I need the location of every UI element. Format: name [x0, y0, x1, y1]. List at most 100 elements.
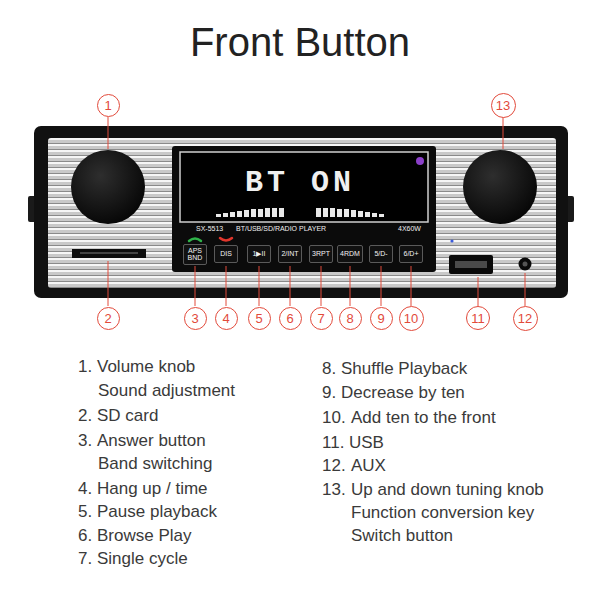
level-bar [230, 212, 235, 217]
level-bar [323, 208, 328, 217]
list-item: Band switching [98, 454, 212, 474]
callout-text: 4 [222, 311, 229, 326]
aux-opening [523, 262, 528, 267]
panel-button: 1▶II [247, 245, 271, 263]
panel-button: 5/D- [369, 245, 393, 263]
level-bar [223, 213, 228, 217]
callout-text: 1 [104, 98, 111, 113]
button-text: 3RPT [312, 250, 330, 257]
callout-number: 7 [310, 307, 333, 330]
callout-text: 5 [255, 311, 262, 326]
leader-line [478, 277, 479, 306]
callout-text: 9 [377, 311, 384, 326]
level-bar [337, 209, 342, 217]
leader-line [195, 266, 196, 306]
list-item: Volume knob [97, 357, 195, 377]
radio-housing [28, 126, 574, 298]
callout-number: 13 [491, 93, 516, 118]
leader-line [321, 266, 322, 306]
leader-line [108, 261, 109, 306]
display-bezel [172, 146, 436, 272]
usb-port [449, 255, 493, 274]
list-item: Function conversion key [351, 503, 534, 523]
list-item: Up and down tuning knob [351, 480, 544, 500]
leader-line [503, 117, 504, 149]
list-item: Switch button [351, 526, 453, 546]
leader-line [259, 266, 260, 306]
lcd-text: BT ON [245, 166, 355, 200]
leader-line [381, 266, 382, 306]
panel-button: 2/INT [278, 245, 302, 263]
leader-line [226, 266, 227, 306]
list-item: AUX [351, 456, 386, 476]
callout-text: 7 [317, 311, 324, 326]
grille-panel [48, 138, 556, 288]
callout-number: 1 [97, 94, 120, 117]
list-number: 6. [78, 526, 92, 546]
panel-button: 4RDM [337, 245, 363, 263]
list-number: 10. [322, 408, 346, 428]
level-bar [379, 214, 384, 217]
level-bar [279, 208, 284, 217]
leader-lines [108, 117, 525, 306]
list-item: Answer button [97, 431, 206, 451]
button-text: DIS [220, 250, 232, 257]
callout-number: 4 [215, 307, 238, 330]
callout-text: 13 [496, 98, 510, 113]
callout-text: 3 [191, 311, 198, 326]
list-number: 4. [78, 479, 92, 499]
tuning-knob [463, 150, 537, 224]
level-bar [272, 208, 277, 217]
panel-button: 6/D+ [399, 245, 423, 263]
level-bar [351, 210, 356, 217]
list-item: Pause playback [97, 502, 217, 522]
level-bar [244, 210, 249, 217]
leader-line [411, 266, 412, 306]
list-number: 9. [322, 383, 336, 403]
list-number: 13. [322, 480, 346, 500]
callout-number: 9 [370, 307, 393, 330]
callout-number: 10 [399, 306, 424, 331]
list-item: Browse Play [97, 526, 191, 546]
level-bars [216, 208, 384, 217]
list-item: USB [349, 433, 384, 453]
callout-number: 12 [513, 306, 538, 331]
callout-number: 11 [466, 306, 490, 330]
list-number: 7. [78, 549, 92, 569]
panel-button: DIS [214, 245, 238, 263]
display-panel [172, 146, 436, 272]
level-bar [358, 211, 363, 217]
sd-slot [72, 249, 146, 258]
button-text: APS BND [186, 247, 204, 262]
level-bar [344, 209, 349, 217]
model-text: 4X60W [398, 225, 421, 233]
lcd-screen [180, 152, 428, 222]
list-number: 1. [78, 357, 92, 377]
level-bar [258, 209, 263, 217]
page-title: Front Button [0, 20, 600, 65]
aux-body [519, 258, 532, 271]
list-item: Decrease by ten [341, 383, 465, 403]
button-text: 6/D+ [404, 250, 419, 257]
level-bar [330, 208, 335, 217]
list-number: 11. [322, 433, 344, 453]
list-item: Shuffle Playback [341, 359, 467, 379]
list-item: SD card [97, 406, 158, 426]
list-item: Hang up / time [97, 479, 208, 499]
callout-number: 8 [339, 307, 362, 330]
indicator-dot [450, 239, 453, 242]
button-text: 2/INT [281, 250, 298, 257]
list-number: 3. [78, 431, 92, 451]
list-item: Sound adjustment [98, 381, 235, 401]
leader-line [350, 266, 351, 306]
list-number: 5. [78, 502, 92, 522]
sd-slot-body [72, 249, 146, 258]
button-text: 4RDM [340, 250, 360, 257]
leader-line [290, 266, 291, 306]
knobs [71, 150, 537, 224]
level-bar [251, 209, 256, 217]
list-number: 2. [78, 406, 92, 426]
leader-line [108, 117, 109, 149]
lcd-readout: BT ON [225, 163, 375, 203]
callout-number: 5 [248, 307, 271, 330]
